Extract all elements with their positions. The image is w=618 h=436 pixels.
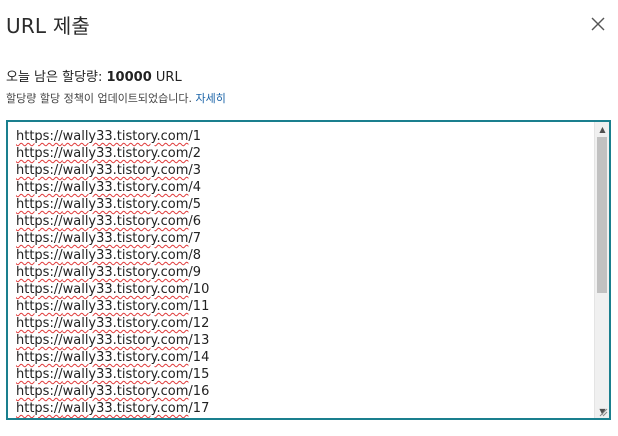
url-path: /6 xyxy=(188,214,202,229)
policy-text: 할당량 할당 정책이 업데이트되었습니다. xyxy=(6,92,193,105)
url-path: /8 xyxy=(188,248,202,263)
url-scheme: https:// xyxy=(16,282,63,297)
url-path: /7 xyxy=(188,231,202,246)
url-path: /9 xyxy=(188,265,202,280)
url-scheme: https:// xyxy=(16,350,63,365)
url-scheme: https:// xyxy=(16,265,63,280)
url-host: wally33.tistory.com xyxy=(62,350,189,365)
url-line: https://wally33.tistory.com/3 xyxy=(16,162,591,179)
url-scheme: https:// xyxy=(16,367,63,382)
url-host: wally33.tistory.com xyxy=(62,384,189,399)
url-line: https://wally33.tistory.com/17 xyxy=(16,400,591,417)
close-icon[interactable] xyxy=(588,14,608,34)
quota-value: 10000 xyxy=(106,70,152,85)
url-host: wally33.tistory.com xyxy=(62,248,189,263)
url-host: wally33.tistory.com xyxy=(62,333,189,348)
url-path: /15 xyxy=(188,367,210,382)
url-scheme: https:// xyxy=(16,180,63,195)
url-line: https://wally33.tistory.com/8 xyxy=(16,247,591,264)
url-scheme: https:// xyxy=(16,299,63,314)
url-path: /14 xyxy=(188,350,210,365)
url-line: https://wally33.tistory.com/13 xyxy=(16,332,591,349)
quota-unit: URL xyxy=(155,70,182,85)
quota-label: 오늘 남은 할당량: xyxy=(6,70,103,85)
dialog-title: URL 제출 xyxy=(6,14,91,38)
url-line: https://wally33.tistory.com/4 xyxy=(16,179,591,196)
resize-grip-icon[interactable] xyxy=(598,407,608,417)
url-host: wally33.tistory.com xyxy=(62,146,189,161)
url-path: /16 xyxy=(188,384,210,399)
url-line: https://wally33.tistory.com/5 xyxy=(16,196,591,213)
url-line: https://wally33.tistory.com/15 xyxy=(16,366,591,383)
url-scheme: https:// xyxy=(16,231,63,246)
learn-more-link[interactable]: 자세히 xyxy=(195,92,226,105)
url-scheme: https:// xyxy=(16,384,63,399)
url-path: /4 xyxy=(188,180,202,195)
url-line: https://wally33.tistory.com/14 xyxy=(16,349,591,366)
url-scheme: https:// xyxy=(16,333,63,348)
url-line: https://wally33.tistory.com/10 xyxy=(16,281,591,298)
url-line: https://wally33.tistory.com/6 xyxy=(16,213,591,230)
url-host: wally33.tistory.com xyxy=(62,163,189,178)
url-host: wally33.tistory.com xyxy=(62,316,189,331)
url-line: https://wally33.tistory.com/7 xyxy=(16,230,591,247)
url-scheme: https:// xyxy=(16,248,63,263)
url-scheme: https:// xyxy=(16,401,63,416)
url-line: https://wally33.tistory.com/11 xyxy=(16,298,591,315)
url-host: wally33.tistory.com xyxy=(62,401,189,416)
url-host: wally33.tistory.com xyxy=(62,180,189,195)
url-path: /13 xyxy=(188,333,210,348)
url-host: wally33.tistory.com xyxy=(62,282,189,297)
url-scheme: https:// xyxy=(16,197,63,212)
vertical-scrollbar[interactable]: ▲ ▼ xyxy=(594,122,609,418)
url-host: wally33.tistory.com xyxy=(62,265,189,280)
url-path: /3 xyxy=(188,163,202,178)
url-path: /2 xyxy=(188,146,202,161)
url-line: https://wally33.tistory.com/16 xyxy=(16,383,591,400)
url-line: https://wally33.tistory.com/12 xyxy=(16,315,591,332)
url-scheme: https:// xyxy=(16,129,63,144)
url-host: wally33.tistory.com xyxy=(62,299,189,314)
url-line: https://wally33.tistory.com/2 xyxy=(16,145,591,162)
quota-line: 오늘 남은 할당량: 10000 URL xyxy=(6,66,182,85)
url-path: /1 xyxy=(188,129,202,144)
url-path: /11 xyxy=(188,299,210,314)
url-path: /10 xyxy=(188,282,210,297)
url-host: wally33.tistory.com xyxy=(62,214,189,229)
url-scheme: https:// xyxy=(16,163,63,178)
url-host: wally33.tistory.com xyxy=(62,231,189,246)
url-host: wally33.tistory.com xyxy=(62,129,189,144)
scroll-down-arrow-icon[interactable]: ▼ xyxy=(599,406,606,416)
scrollbar-thumb[interactable] xyxy=(597,137,607,293)
scroll-up-arrow-icon[interactable]: ▲ xyxy=(599,124,606,134)
url-path: /5 xyxy=(188,197,202,212)
url-scheme: https:// xyxy=(16,316,63,331)
url-line: https://wally33.tistory.com/9 xyxy=(16,264,591,281)
url-path: /17 xyxy=(188,401,210,416)
policy-notice: 할당량 할당 정책이 업데이트되었습니다. 자세히 xyxy=(6,90,226,106)
url-scheme: https:// xyxy=(16,214,63,229)
url-scheme: https:// xyxy=(16,146,63,161)
url-path: /12 xyxy=(188,316,210,331)
url-host: wally33.tistory.com xyxy=(62,197,189,212)
url-line: https://wally33.tistory.com/1 xyxy=(16,128,591,145)
url-host: wally33.tistory.com xyxy=(62,367,189,382)
